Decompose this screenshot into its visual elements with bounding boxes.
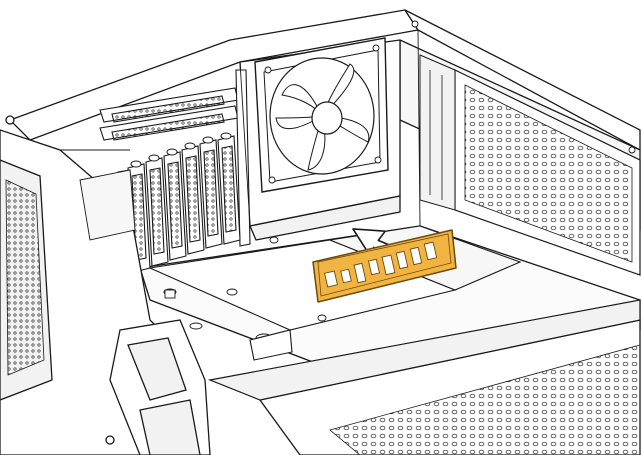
frame-details [29,20,636,241]
io-shield [312,229,457,303]
io-shield-ports [324,241,438,288]
slot-cover-icon [217,135,241,245]
rear-fan [254,37,389,193]
slot-cover-icon [145,157,169,267]
front-mesh-panel [207,299,641,455]
slot-cover-icon [181,145,205,255]
pci-bracket-upper [99,69,251,247]
side-mesh-panel [419,54,641,276]
slot-cover-icon [199,139,223,249]
left-side-panel [0,115,211,455]
slot-cover-icon [163,151,187,261]
